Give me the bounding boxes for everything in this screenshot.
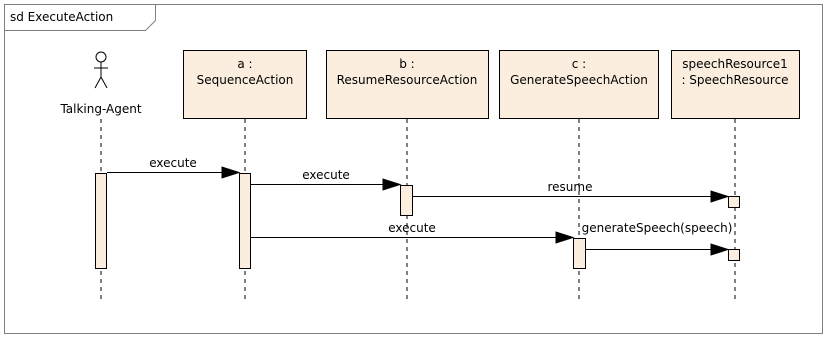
activation-speech-resume <box>728 196 740 208</box>
message-label-execute-2: execute <box>302 168 350 182</box>
lifeline-c-line1: c : <box>572 57 586 71</box>
arrowhead-icon <box>710 190 730 203</box>
actor-talking-agent: Talking-Agent <box>59 51 142 116</box>
lifeline-b-line2: ResumeResourceAction <box>337 73 478 87</box>
message-label-generate-speech: generateSpeech(speech) <box>582 221 733 235</box>
lifeline-a-line2: SequenceAction <box>197 73 294 87</box>
lifeline-b-line1: b : <box>399 57 414 71</box>
lifeline-head-a[interactable]: a : SequenceAction <box>183 50 307 119</box>
arrowhead-icon <box>555 231 575 244</box>
frame-title: sd ExecuteAction <box>10 10 113 24</box>
lifeline-head-b[interactable]: b : ResumeResourceAction <box>326 50 489 119</box>
arrowhead-icon <box>221 166 241 179</box>
lifeline-c-line2: GenerateSpeechAction <box>510 73 648 87</box>
activation-a <box>239 173 251 269</box>
message-label-execute-3: execute <box>388 221 436 235</box>
lifeline-speech-line2: : SpeechResource <box>681 73 788 87</box>
lifeline-head-speech-resource[interactable]: speechResource1 : SpeechResource <box>671 50 800 119</box>
message-label-execute-1: execute <box>149 156 197 170</box>
activation-speech-generate <box>728 249 740 261</box>
lifeline-a-line1: a : <box>237 57 252 71</box>
stick-figure-icon <box>94 51 108 89</box>
activation-c <box>573 238 586 269</box>
arrowhead-icon <box>382 178 402 191</box>
activation-b <box>400 185 413 216</box>
frame-title-tab <box>4 4 156 31</box>
lifeline-speech-line1: speechResource1 <box>682 57 788 71</box>
arrowhead-icon <box>710 243 730 256</box>
activation-talking-agent <box>95 173 107 269</box>
message-label-resume: resume <box>548 180 593 194</box>
actor-label: Talking-Agent <box>59 102 141 116</box>
lifeline-head-c[interactable]: c : GenerateSpeechAction <box>499 50 659 119</box>
